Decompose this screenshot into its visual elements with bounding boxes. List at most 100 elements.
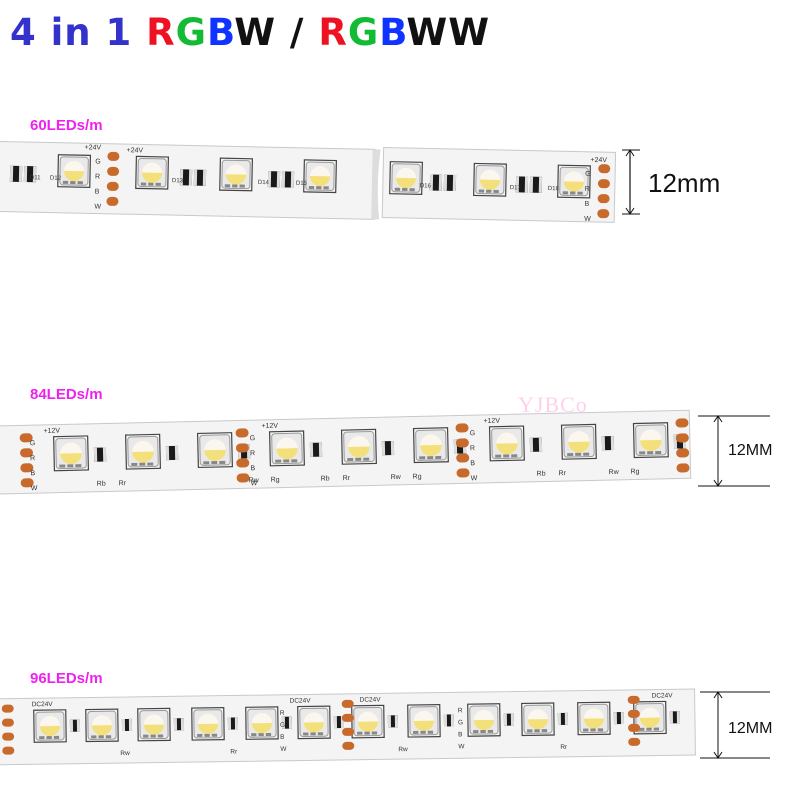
resistor-cap bbox=[318, 442, 323, 457]
led-outline bbox=[219, 157, 254, 192]
dimension-arrow bbox=[713, 415, 723, 423]
led-outline bbox=[303, 159, 337, 194]
silkscreen-ref: D16 bbox=[420, 183, 432, 189]
headline-part: G bbox=[347, 11, 380, 54]
silkscreen-voltage: +24V bbox=[85, 144, 102, 151]
led-pin bbox=[197, 733, 203, 737]
led-pin bbox=[59, 464, 66, 468]
led-phosphor bbox=[413, 720, 435, 731]
led-pin bbox=[204, 733, 210, 737]
led-pin bbox=[419, 456, 426, 460]
headline-part: R bbox=[146, 11, 176, 54]
led-pin bbox=[310, 732, 316, 736]
led-pin bbox=[303, 732, 309, 736]
copper-pad bbox=[455, 423, 469, 433]
led-pin bbox=[131, 462, 138, 466]
resistor-cap bbox=[180, 718, 185, 731]
led-phosphor bbox=[357, 721, 379, 732]
led-phosphor bbox=[141, 172, 163, 183]
copper-pad bbox=[342, 727, 355, 736]
resistor-cap bbox=[503, 713, 508, 726]
resistor-cap bbox=[443, 174, 448, 191]
led-pin bbox=[511, 454, 518, 458]
silkscreen-pin: R bbox=[95, 173, 100, 180]
silkscreen-ref: D14 bbox=[258, 180, 270, 186]
silkscreen-ref: Rg bbox=[631, 468, 640, 475]
copper-pad bbox=[235, 428, 249, 438]
silkscreen-pin: W bbox=[584, 216, 591, 223]
led-outline bbox=[245, 706, 279, 740]
copper-pad bbox=[597, 194, 610, 204]
silkscreen-ref: D11 bbox=[30, 175, 41, 181]
led-pin bbox=[570, 191, 576, 195]
led-pin bbox=[347, 457, 354, 462]
copper-pad bbox=[236, 458, 250, 468]
silkscreen-ref: D13 bbox=[172, 178, 184, 184]
led-pin bbox=[232, 184, 238, 188]
led-outline bbox=[467, 703, 501, 737]
copper-pad bbox=[2, 732, 15, 741]
led-pin bbox=[265, 732, 272, 737]
headline-part: B bbox=[207, 11, 235, 54]
led-pin bbox=[647, 451, 654, 455]
led-pin bbox=[435, 455, 442, 460]
led-phosphor bbox=[309, 175, 331, 187]
led-pin bbox=[139, 462, 146, 466]
silkscreen-pin: B bbox=[458, 731, 462, 738]
led-pin bbox=[427, 456, 434, 460]
led-pin bbox=[53, 735, 60, 739]
copper-pad bbox=[1, 718, 14, 727]
copper-pad bbox=[1, 704, 14, 713]
led-phosphor bbox=[527, 719, 549, 730]
silkscreen-ref: Rb bbox=[537, 471, 546, 478]
silkscreen-pin: B bbox=[280, 734, 284, 741]
silkscreen-pin: W bbox=[31, 485, 38, 492]
silkscreen-voltage: DC24V bbox=[652, 692, 674, 699]
resistor-cap bbox=[202, 169, 207, 186]
silkscreen-ref: Rw bbox=[391, 474, 402, 481]
copper-pad bbox=[107, 151, 120, 161]
resistor-cap bbox=[174, 445, 179, 460]
resistor-cap bbox=[227, 717, 232, 730]
headline-part: 4 in 1 bbox=[10, 11, 147, 54]
led-phosphor bbox=[568, 441, 590, 453]
led-pin bbox=[653, 727, 660, 731]
silkscreen-pin: G bbox=[280, 722, 285, 729]
silkscreen-ref: D12 bbox=[50, 176, 62, 182]
led-pin bbox=[105, 735, 112, 739]
led-pin bbox=[495, 454, 502, 458]
silkscreen-ref: Rg bbox=[413, 473, 422, 480]
led-outline bbox=[351, 704, 385, 739]
led-pin bbox=[239, 184, 245, 188]
silkscreen-ref: Rr bbox=[343, 475, 351, 482]
silkscreen-pin: R bbox=[470, 445, 475, 452]
silkscreen-voltage: DC24V bbox=[360, 696, 382, 703]
led-outline bbox=[297, 705, 331, 740]
led-pin bbox=[575, 452, 582, 456]
led-pin bbox=[480, 729, 486, 734]
led-pin bbox=[77, 181, 83, 185]
silkscreen-voltage: DC24V bbox=[32, 701, 54, 708]
resistor-cap bbox=[564, 712, 569, 725]
resistor-cap bbox=[515, 176, 520, 193]
silkscreen-pin: R bbox=[585, 186, 590, 193]
led-pin bbox=[639, 451, 646, 455]
silkscreen-ref: Rr bbox=[560, 744, 568, 751]
silkscreen-ref: Rw bbox=[249, 477, 260, 484]
copper-pad bbox=[456, 468, 470, 478]
silkscreen-pin: R bbox=[280, 710, 285, 717]
silkscreen-ref: Rr bbox=[230, 748, 238, 755]
led-pin bbox=[567, 452, 574, 457]
density-label-96: 96LEDs/m bbox=[30, 670, 103, 687]
led-phosphor bbox=[251, 722, 273, 734]
led-pin bbox=[527, 729, 533, 733]
led-phosphor bbox=[395, 177, 417, 189]
width-label-96: 12MM bbox=[728, 720, 773, 737]
copper-pad bbox=[628, 723, 641, 732]
led-outline bbox=[577, 701, 611, 736]
led-pin bbox=[655, 450, 662, 455]
led-phosphor bbox=[639, 717, 660, 728]
led-pin bbox=[486, 189, 492, 193]
led-phosphor bbox=[479, 179, 501, 190]
